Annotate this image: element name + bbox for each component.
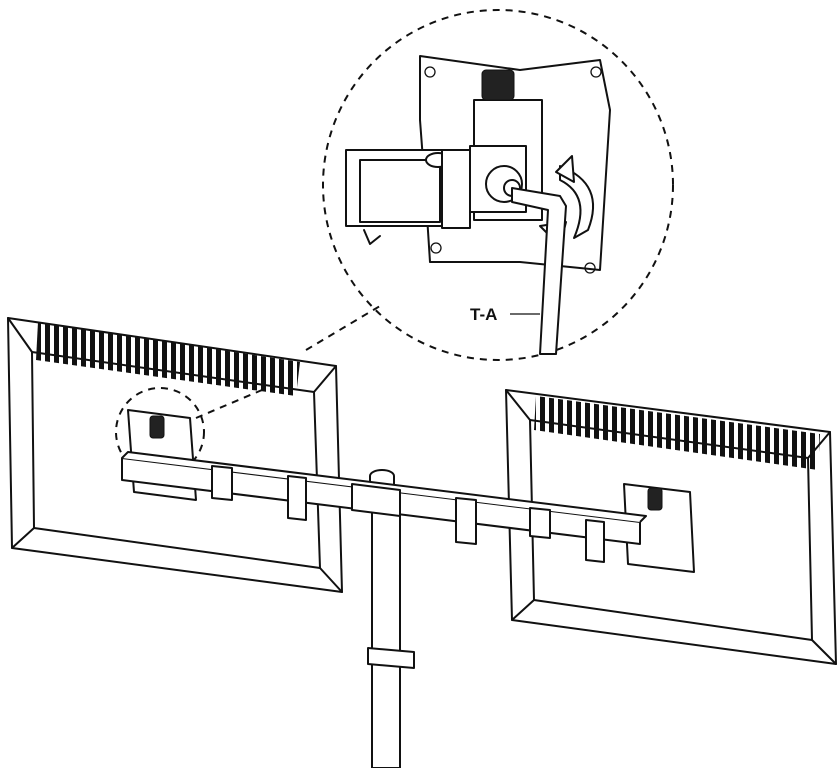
- detail-circle: [322, 9, 674, 361]
- hex-key: [510, 187, 567, 355]
- monitor-right: [505, 389, 837, 665]
- pole-collar: [367, 647, 415, 669]
- tension-knob: [481, 69, 515, 101]
- hex-key-label: T-A: [470, 305, 497, 324]
- crossbar: [121, 451, 647, 563]
- detail-view: [322, 9, 674, 361]
- detail-connector-line: [305, 305, 381, 351]
- monitor-left: [7, 317, 343, 593]
